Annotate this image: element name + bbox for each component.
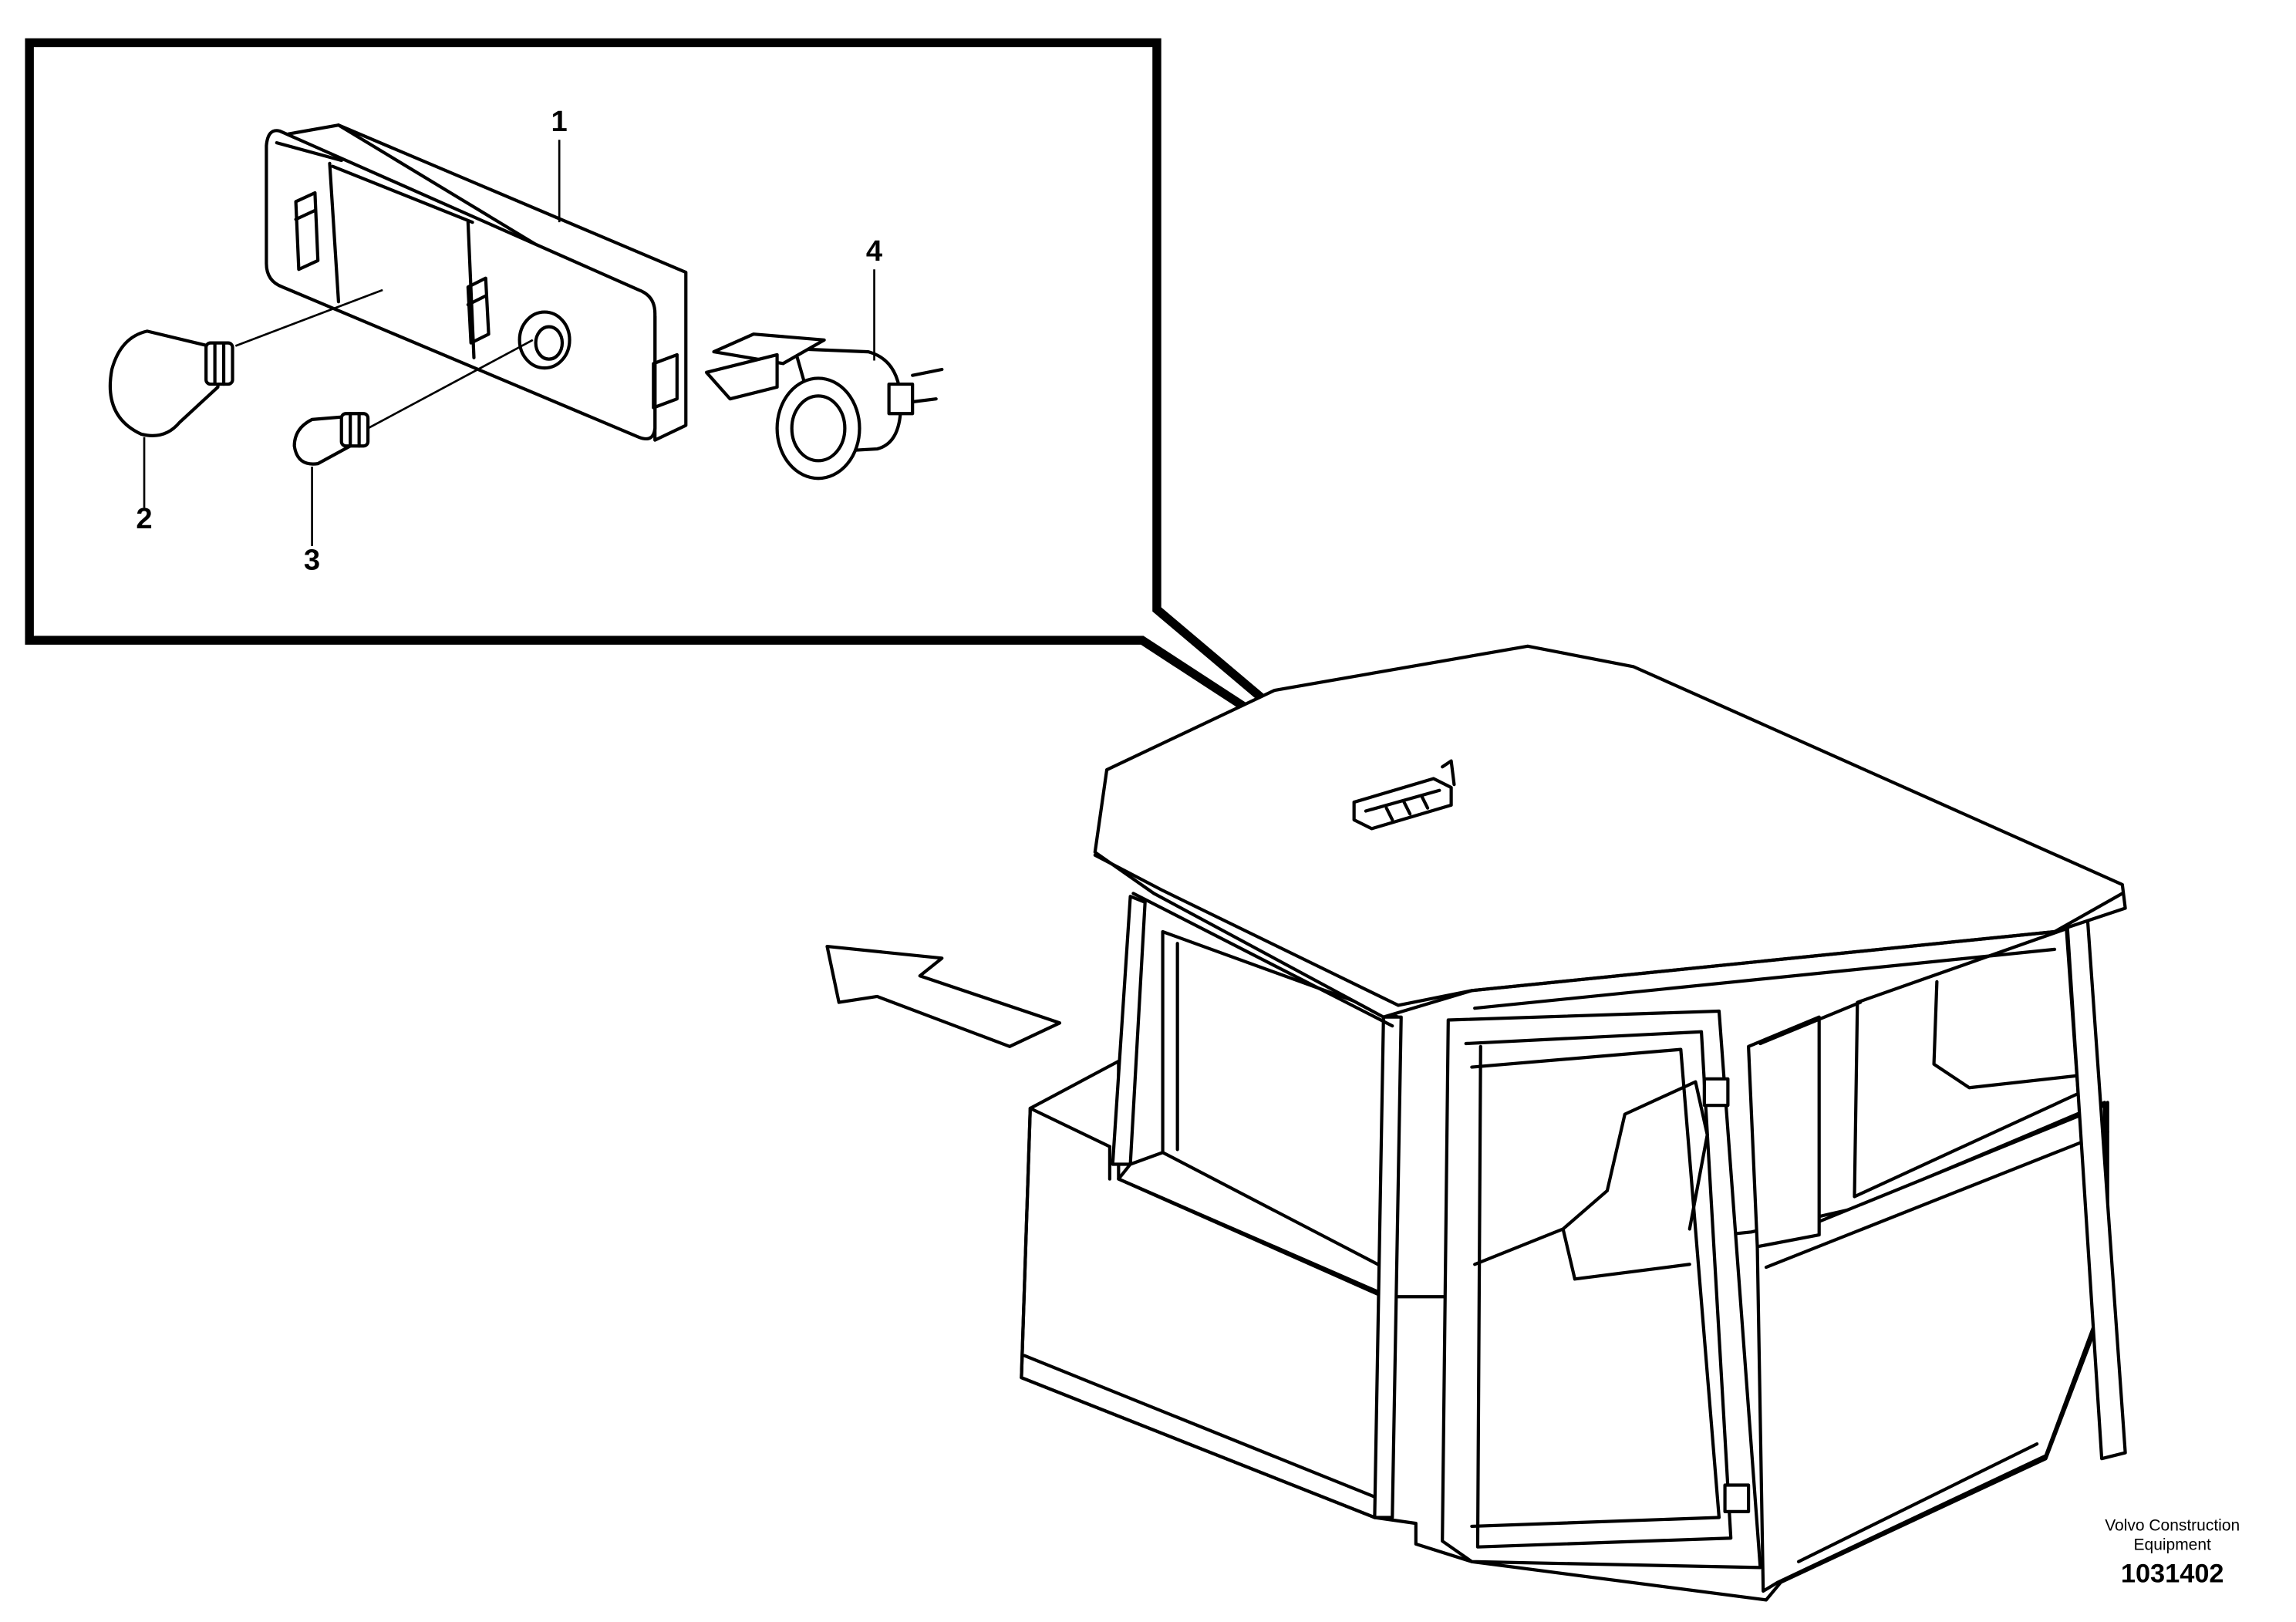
callout-2: 2 bbox=[136, 502, 152, 535]
switch-panel bbox=[265, 123, 688, 442]
direction-arrow bbox=[825, 944, 1062, 1048]
maker-line-2: Equipment bbox=[2134, 1536, 2211, 1553]
callout-3: 3 bbox=[304, 544, 320, 577]
figure-number: 1031402 bbox=[2121, 1559, 2224, 1588]
machine-cab bbox=[1020, 644, 2127, 1602]
callout-1: 1 bbox=[551, 105, 568, 138]
lamp-bulb-large bbox=[108, 329, 234, 437]
power-socket bbox=[704, 332, 944, 481]
maker-line-1: Volvo Construction bbox=[2105, 1517, 2240, 1535]
leader-lines bbox=[143, 140, 875, 547]
detail-frame bbox=[25, 38, 1369, 790]
callout-4: 4 bbox=[866, 234, 883, 268]
lamp-bulb-small bbox=[292, 412, 370, 466]
